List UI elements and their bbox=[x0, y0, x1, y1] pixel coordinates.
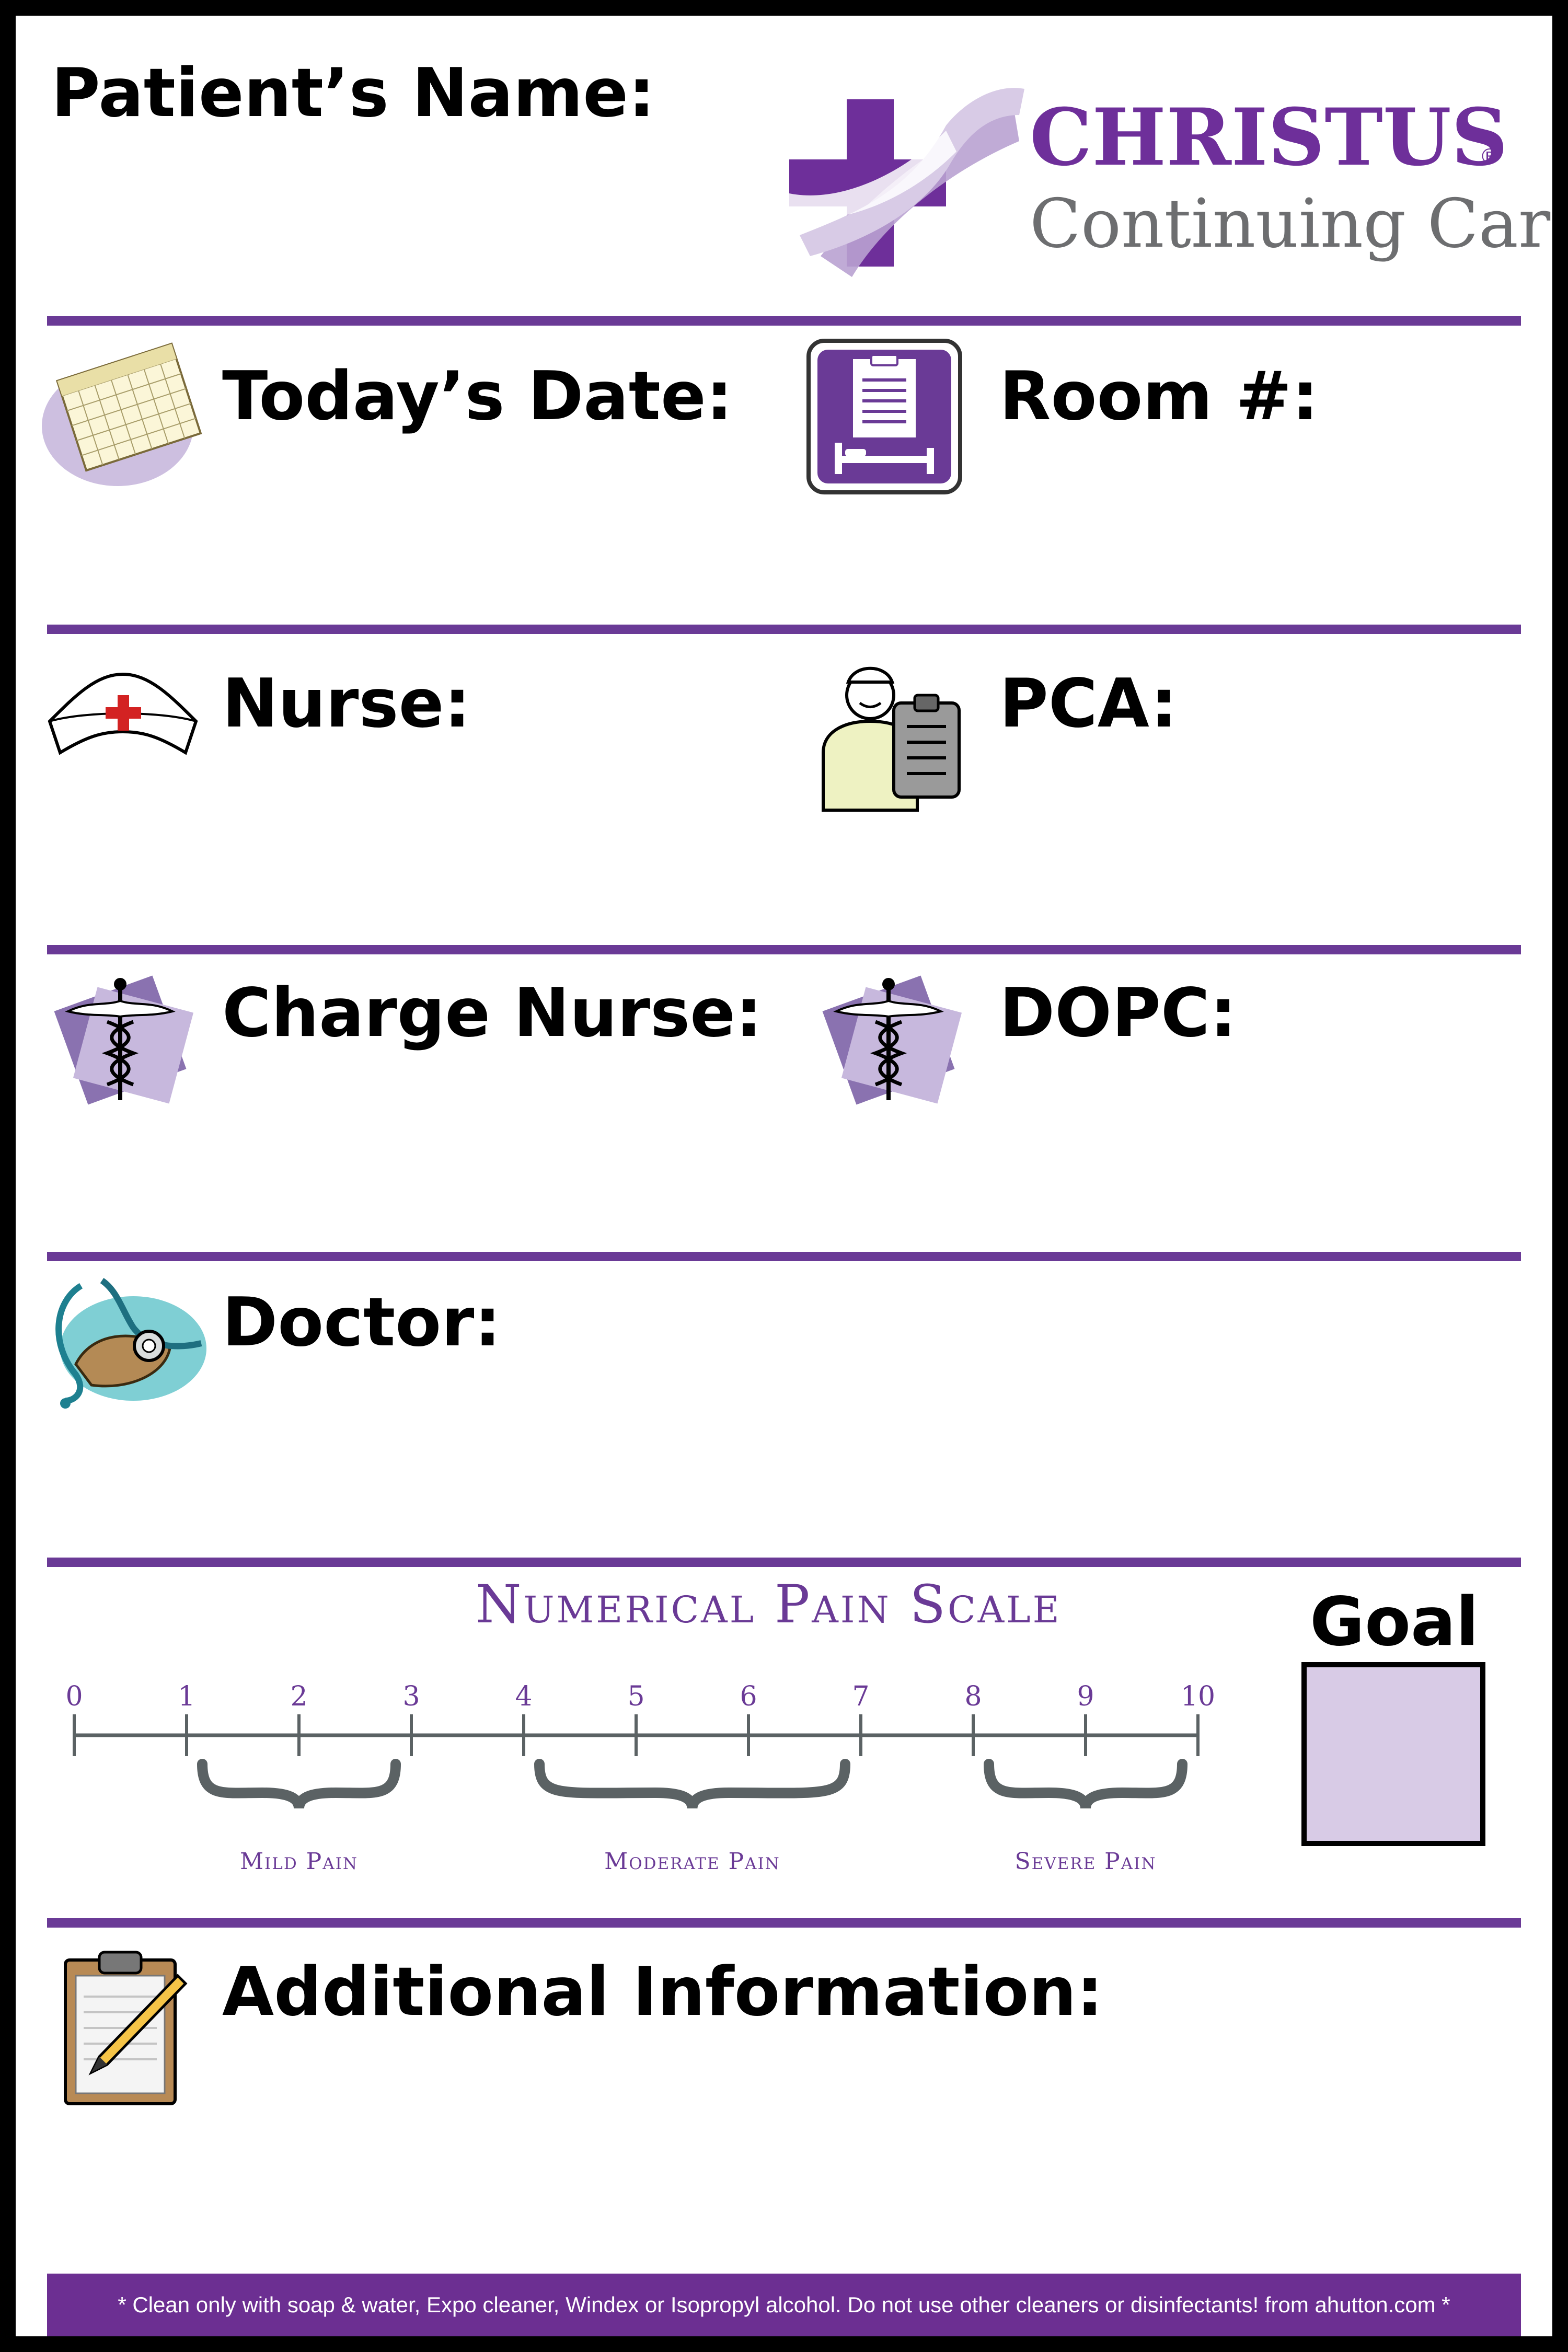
divider bbox=[47, 625, 1521, 634]
pain-range-label: Severe Pain bbox=[1014, 1848, 1157, 1875]
divider bbox=[47, 1252, 1521, 1261]
calendar-icon bbox=[42, 342, 202, 486]
goal-box[interactable] bbox=[1301, 1662, 1485, 1846]
footer-note: * Clean only with soap & water, Expo cle… bbox=[47, 2274, 1521, 2336]
divider bbox=[47, 1918, 1521, 1928]
pain-range-brace bbox=[197, 1759, 401, 1809]
pain-scale-tick-label: 7 bbox=[852, 1681, 870, 1712]
logo-registered-mark: ® bbox=[1479, 145, 1500, 169]
pain-range-brace bbox=[984, 1759, 1187, 1809]
pca-caregiver-icon bbox=[822, 666, 961, 812]
pain-range-label: Mild Pain bbox=[239, 1848, 359, 1875]
pain-scale-line bbox=[73, 1714, 1200, 1809]
nurse-label: Nurse: bbox=[222, 665, 471, 743]
pain-range-brace bbox=[534, 1759, 850, 1809]
room-label: Room #: bbox=[999, 358, 1319, 435]
pain-scale-tick-label: 10 bbox=[1180, 1681, 1216, 1712]
pain-scale-tick-label: 2 bbox=[290, 1681, 308, 1712]
divider bbox=[47, 945, 1521, 954]
divider bbox=[47, 316, 1521, 326]
goal-label: Goal bbox=[1310, 1583, 1479, 1661]
pain-range-label: Moderate Pain bbox=[604, 1848, 780, 1875]
clipboard-pencil-icon bbox=[64, 1951, 188, 2105]
pain-scale-tick-label: 5 bbox=[627, 1681, 645, 1712]
stethoscope-icon bbox=[55, 1278, 206, 1409]
caduceus-icon bbox=[54, 975, 194, 1105]
pain-scale-tick-label: 1 bbox=[178, 1681, 195, 1712]
whiteboard: Patient’s Name: CHRISTUS ® Continuing Ca… bbox=[16, 16, 1552, 2336]
doctor-label: Doctor: bbox=[222, 1284, 501, 1362]
logo-name: CHRISTUS bbox=[1030, 91, 1508, 183]
clipboard-bed-icon bbox=[806, 339, 962, 494]
dopc-label: DOPC: bbox=[999, 974, 1237, 1052]
pain-scale-tick-label: 3 bbox=[402, 1681, 420, 1712]
nurse-cap-icon bbox=[48, 672, 198, 755]
pain-scale-tick-label: 8 bbox=[964, 1681, 982, 1712]
caduceus-icon bbox=[822, 975, 962, 1105]
pain-scale-tick-label: 6 bbox=[740, 1681, 757, 1712]
pain-scale-tick-label: 4 bbox=[515, 1681, 533, 1712]
christus-logo: CHRISTUS ® Continuing Care bbox=[789, 68, 1552, 287]
logo-subtitle: Continuing Care bbox=[1030, 185, 1552, 263]
patient-name-label: Patient’s Name: bbox=[51, 54, 655, 132]
todays-date-label: Today’s Date: bbox=[222, 358, 733, 435]
charge-nurse-label: Charge Nurse: bbox=[222, 974, 763, 1052]
additional-info-label: Additional Information: bbox=[222, 1953, 1103, 2031]
divider bbox=[47, 1558, 1521, 1567]
pain-scale-tick-label: 0 bbox=[65, 1681, 83, 1712]
pca-label: PCA: bbox=[999, 665, 1178, 743]
pain-scale-tick-label: 9 bbox=[1077, 1681, 1094, 1712]
pain-scale-title: Numerical Pain Scale bbox=[476, 1574, 1062, 1635]
christus-cross-icon bbox=[789, 88, 1024, 277]
